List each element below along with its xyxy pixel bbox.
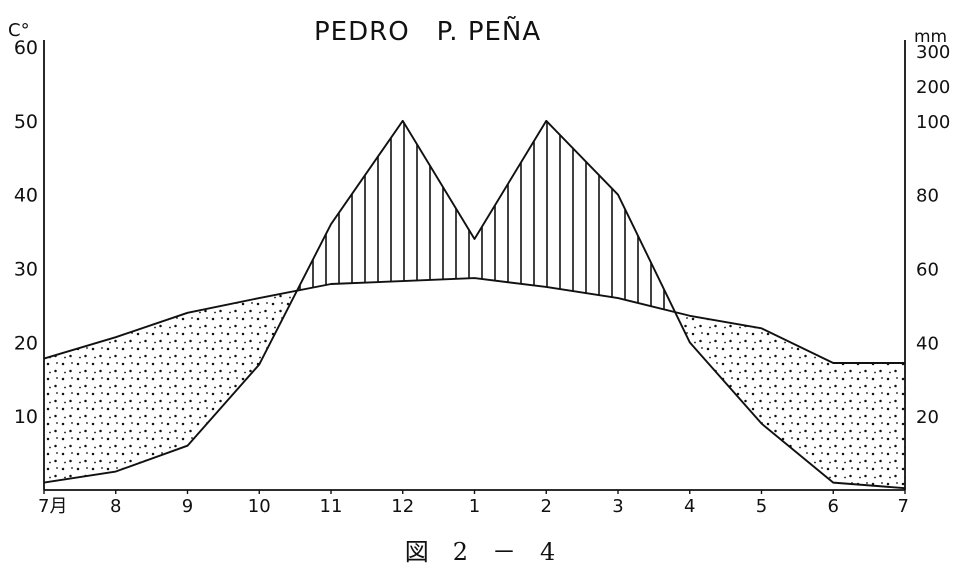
temperature-line: [43, 277, 905, 364]
area-fills: [44, 121, 905, 489]
left-tick-label: 60: [14, 37, 38, 59]
x-tick-label: 10: [248, 496, 271, 517]
x-tick-label: 7: [898, 496, 909, 517]
right-tick-label: 300: [916, 42, 950, 63]
right-tick-label: 200: [916, 77, 950, 98]
series-lines: [43, 119, 906, 490]
left-tick-label: 30: [14, 259, 38, 281]
left-axis-ticks: 10 20 30 40 50 60: [14, 37, 38, 428]
right-tick-label: 20: [916, 407, 939, 428]
right-tick-label: 100: [916, 112, 950, 133]
right-tick-label: 80: [916, 186, 939, 207]
right-tick-label: 40: [916, 333, 939, 354]
right-axis-ticks: 20 40 60 80 100 200 300: [916, 42, 950, 428]
left-axis-unit: C°: [8, 20, 30, 41]
figure-caption: 図 2 － 4: [405, 538, 556, 566]
left-tick-label: 50: [14, 111, 38, 133]
left-tick-label: 20: [14, 332, 38, 354]
right-tick-label: 60: [916, 260, 939, 281]
dry-period-area: [675, 312, 905, 489]
x-tick-label: 11: [320, 496, 343, 517]
x-tick-label: 3: [612, 496, 623, 517]
left-tick-label: 10: [14, 406, 38, 428]
right-axis-unit: mm: [914, 27, 947, 47]
left-tick-label: 40: [14, 185, 38, 207]
humid-period-area: [297, 121, 676, 313]
x-tick-label: 8: [110, 496, 121, 517]
dry-period-area: [44, 290, 298, 483]
x-tick-label: 12: [391, 496, 414, 517]
x-tick-label: 1: [469, 496, 480, 517]
x-tick-label: 6: [828, 496, 839, 517]
x-tick-label: 5: [756, 496, 767, 517]
x-tick-label: 4: [684, 496, 695, 517]
x-tick-label: 9: [182, 496, 193, 517]
chart-title: PEDRO P. PEÑA: [314, 15, 541, 47]
x-tick-label: 7月: [38, 496, 67, 517]
precipitation-line: [43, 119, 906, 490]
x-tick-label: 2: [541, 496, 552, 517]
